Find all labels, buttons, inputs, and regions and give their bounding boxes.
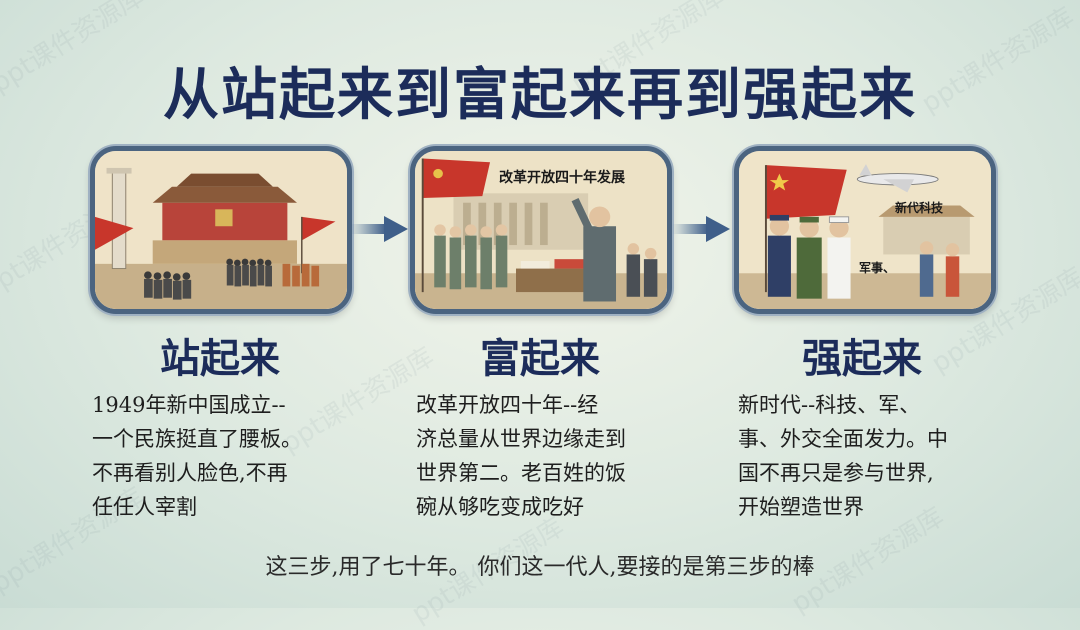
illustration-new-era: 新代科技 军事、 — [734, 146, 996, 314]
arrow-right-icon — [672, 214, 730, 244]
desc-line: 国不再只是参与世界, — [738, 461, 934, 485]
panel-caption-military: 军事、 — [859, 261, 896, 275]
desc-line: 1949年新中国成立-- — [92, 393, 286, 417]
panel-caption-reform: 改革开放四十年发展 — [499, 170, 625, 186]
stage-description-become-strong: 新时代--科技、军、 事、外交全面发力。中 国不再只是参与世界, 开始塑造世界 — [738, 388, 948, 524]
desc-line: 任任人宰割 — [92, 495, 197, 519]
arrow-right-icon — [350, 214, 408, 244]
desc-line: 世界第二。老百姓的饭 — [416, 461, 626, 485]
reform-scene-image — [415, 151, 667, 309]
stage-description-get-rich: 改革开放四十年--经 济总量从世界边缘走到 世界第二。老百姓的饭 碗从够吃变成吃… — [416, 388, 626, 524]
new-era-scene-image — [739, 151, 991, 309]
stage-description-stand-up: 1949年新中国成立-- 一个民族挺直了腰板。 不再看别人脸色,不再 任任人宰割 — [92, 388, 302, 524]
stage-heading-get-rich: 富起来 — [480, 336, 600, 382]
footer-text: 这三步,用了七十年。 你们这一代人,要接的是第三步的棒 — [265, 555, 815, 580]
stage-heading-become-strong: 强起来 — [802, 336, 922, 382]
page-title: 从站起来到富起来再到强起来 — [163, 63, 917, 128]
stage-heading-stand-up: 站起来 — [160, 336, 280, 382]
desc-line: 不再看别人脸色,不再 — [92, 461, 288, 485]
illustration-founding — [90, 146, 352, 314]
founding-scene-image — [95, 151, 347, 309]
illustration-reform: 改革开放四十年发展 — [410, 146, 672, 314]
desc-line: 改革开放四十年--经 — [416, 393, 599, 417]
desc-line: 新时代--科技、军、 — [738, 393, 921, 417]
desc-line: 开始塑造世界 — [738, 495, 864, 519]
desc-line: 事、外交全面发力。中 — [738, 427, 948, 451]
desc-line: 碗从够吃变成吃好 — [416, 495, 584, 519]
panel-caption-tech: 新代科技 — [895, 201, 944, 215]
desc-line: 济总量从世界边缘走到 — [416, 427, 626, 451]
desc-line: 一个民族挺直了腰板。 — [92, 427, 302, 451]
